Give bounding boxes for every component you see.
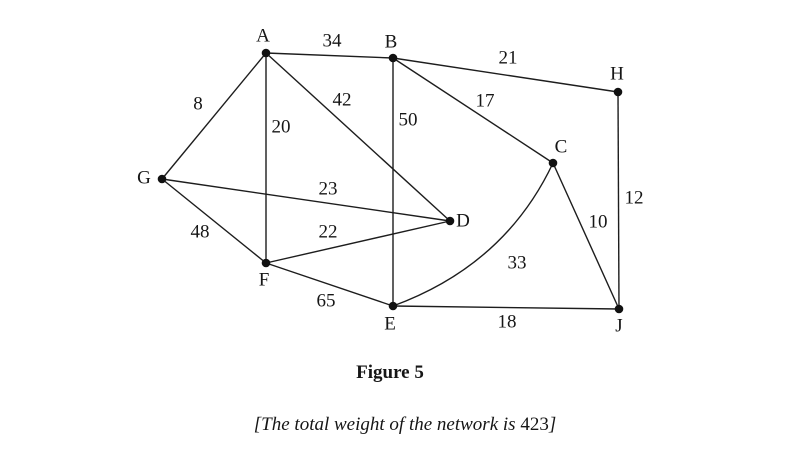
figure-note-prefix: [The total weight of the network is	[253, 414, 521, 435]
node-label-B: B	[385, 32, 398, 53]
node-label-G: G	[137, 168, 151, 189]
figure-note-total-weight: 423	[520, 414, 549, 435]
edge-weight-A-B: 34	[323, 31, 343, 52]
node-H	[613, 87, 623, 97]
node-label-E: E	[384, 314, 396, 335]
edge-weight-C-J: 10	[589, 212, 608, 233]
edge-weight-H-J: 12	[625, 188, 644, 209]
node-label-J: J	[615, 316, 622, 337]
node-F	[261, 258, 271, 268]
edge-weight-C-E: 33	[508, 253, 527, 274]
edge-weight-B-E: 50	[399, 110, 418, 131]
edge-B-H	[392, 57, 619, 93]
node-A	[261, 48, 271, 58]
edge-weight-E-J: 18	[498, 312, 517, 333]
node-J	[614, 304, 624, 314]
node-G	[157, 174, 167, 184]
figure-note: [The total weight of the network is 423]	[8, 414, 802, 436]
figure-caption: Figure 5	[356, 362, 424, 383]
node-label-F: F	[259, 270, 270, 291]
node-label-D: D	[456, 211, 470, 232]
edge-weight-A-G: 8	[193, 94, 203, 115]
edge-G-F	[161, 178, 267, 264]
edge-A-B	[265, 52, 394, 59]
edge-A-D	[265, 52, 451, 222]
edge-A-G	[161, 52, 267, 180]
figure-note-suffix: ]	[548, 414, 557, 435]
edge-weight-G-D: 23	[319, 179, 338, 200]
edge-weight-F-E: 65	[317, 291, 336, 312]
node-label-C: C	[555, 137, 568, 158]
edge-weight-A-D: 42	[333, 90, 352, 111]
edge-H-J	[617, 91, 620, 310]
edge-weight-B-C: 17	[476, 91, 495, 112]
edge-C-J	[552, 162, 620, 310]
edge-F-D	[265, 220, 451, 264]
edge-weight-B-H: 21	[499, 48, 518, 69]
edge-E-J	[392, 305, 620, 310]
node-E	[388, 301, 398, 311]
edge-C-E	[392, 162, 554, 307]
node-B	[388, 53, 398, 63]
edge-B-C	[392, 57, 554, 164]
edge-F-E	[265, 262, 394, 307]
edge-weight-A-F: 20	[272, 117, 291, 138]
edge-weight-F-D: 22	[319, 222, 338, 243]
node-D	[445, 216, 455, 226]
node-label-A: A	[256, 26, 270, 47]
node-label-H: H	[610, 64, 624, 85]
edge-G-D	[161, 178, 451, 222]
node-C	[548, 158, 558, 168]
edge-weight-G-F: 48	[191, 222, 210, 243]
